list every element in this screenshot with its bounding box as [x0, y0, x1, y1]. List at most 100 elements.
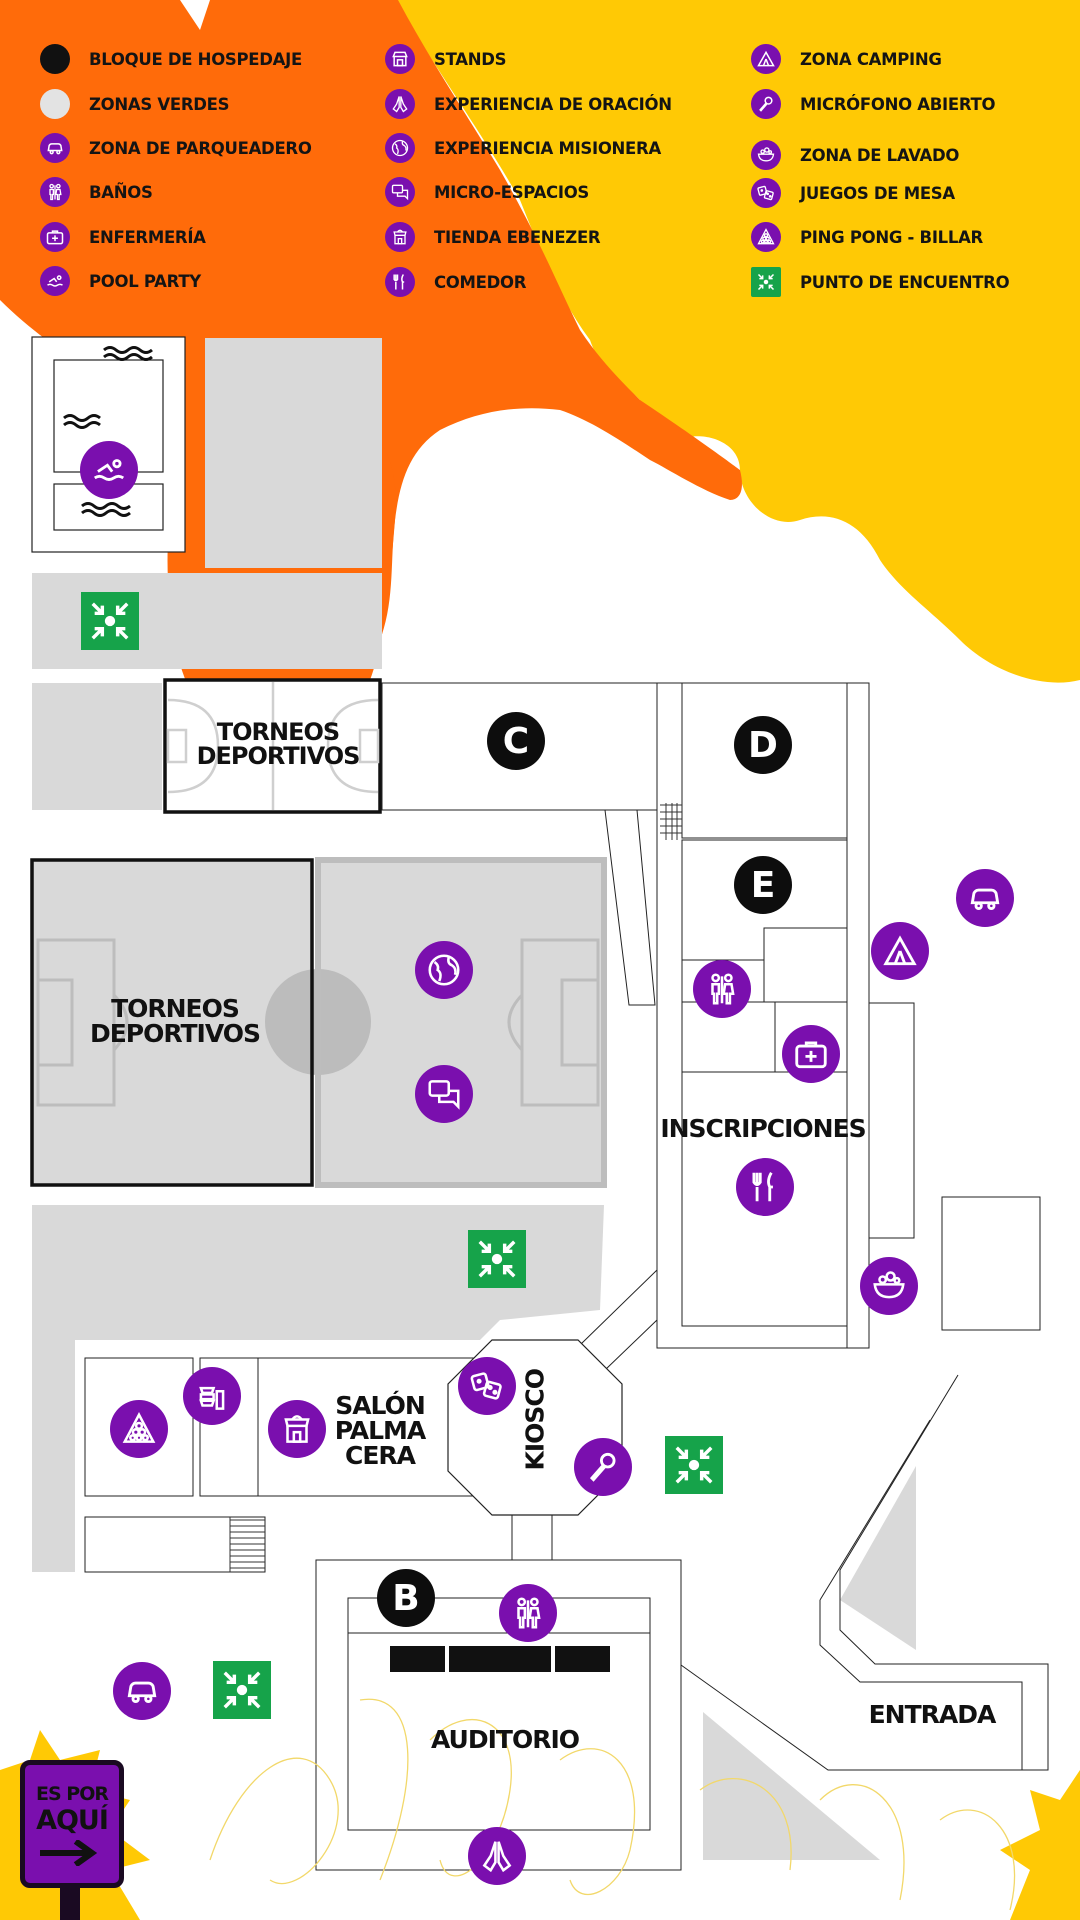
- legend-label: COMEDOR: [434, 272, 527, 292]
- yellow-blob: [395, 0, 1080, 683]
- meeting-point-pool[interactable]: [81, 592, 139, 650]
- globe-icon: [385, 133, 415, 163]
- legend-micro-espacios: MICRO-ESPACIOS: [385, 177, 589, 207]
- block-e-marker: E: [734, 856, 792, 914]
- legend-enfermeria: ENFERMERÍA: [40, 222, 206, 252]
- chat-bubbles-icon: [385, 177, 415, 207]
- shop-icon: [284, 1415, 310, 1443]
- legend-zona-camping: ZONA CAMPING: [751, 44, 942, 74]
- praying-hands-icon: [385, 89, 415, 119]
- meeting-point-kiosco[interactable]: [665, 1436, 723, 1494]
- legend-banos: BAÑOS: [40, 177, 153, 207]
- first-aid-pin[interactable]: [782, 1025, 840, 1083]
- decorative-script: [209, 1698, 1016, 1911]
- top-court: [163, 678, 382, 814]
- legend-experiencia-misionera: EXPERIENCIA MISIONERA: [385, 133, 661, 163]
- legend-tienda-ebenezer: TIENDA EBENEZER: [385, 222, 601, 252]
- tent-icon: [883, 935, 917, 966]
- legend-juegos-mesa: JUEGOS DE MESA: [751, 178, 955, 208]
- main-building: [604, 682, 1041, 1349]
- board-games-pin[interactable]: [458, 1357, 516, 1415]
- globe-icon: [428, 954, 460, 986]
- legend-experiencia-oracion: EXPERIENCIA DE ORACIÓN: [385, 89, 672, 119]
- legend-comedor: COMEDOR: [385, 267, 526, 297]
- restroom-pin-auditorio[interactable]: [499, 1584, 557, 1642]
- prayer-experience-pin[interactable]: [468, 1827, 526, 1885]
- legend-label: EXPERIENCIA MISIONERA: [434, 138, 661, 158]
- arrow-right-icon: [40, 1840, 98, 1866]
- auditorio-stage: [390, 1646, 610, 1672]
- solid-black-dot: [40, 44, 70, 74]
- pool-party-pin[interactable]: [80, 441, 138, 499]
- meeting-point-icon: [675, 1446, 713, 1484]
- swimmer-icon: [93, 459, 125, 481]
- wash-area-pin[interactable]: [860, 1257, 918, 1315]
- camping-pin[interactable]: [871, 922, 929, 980]
- legend-label: ZONAS VERDES: [89, 94, 230, 114]
- block-b-marker: B: [377, 1569, 435, 1627]
- first-aid-icon: [795, 1041, 827, 1069]
- legend-label: BLOQUE DE HOSPEDAJE: [89, 49, 302, 69]
- microphone-icon: [751, 89, 781, 119]
- legend-label: STANDS: [434, 49, 507, 69]
- legend-label: MICRÓFONO ABIERTO: [800, 94, 996, 114]
- parking-pin-west[interactable]: [113, 1662, 171, 1720]
- sign-post: [60, 1888, 80, 1920]
- legend-label: MICRO-ESPACIOS: [434, 182, 590, 202]
- dining-pin[interactable]: [736, 1158, 794, 1216]
- legend-label: EXPERIENCIA DE ORACIÓN: [434, 94, 672, 114]
- legend-zona-parqueadero: ZONA DE PARQUEADERO: [40, 133, 312, 163]
- car-icon: [127, 1681, 157, 1704]
- meeting-point-parking[interactable]: [213, 1661, 271, 1719]
- meeting-point-icon: [91, 602, 129, 640]
- legend-stands: STANDS: [385, 44, 507, 74]
- billiard-icon: [751, 222, 781, 252]
- dice-icon: [751, 178, 781, 208]
- parking-pin-east[interactable]: [956, 869, 1014, 927]
- label-kiosco: KIOSCO: [520, 1368, 550, 1471]
- restroom-icon: [711, 973, 735, 1005]
- chat-bubbles-icon: [428, 1080, 460, 1110]
- kiosk-walkways: [511, 1269, 658, 1560]
- legend-label: PUNTO DE ENCUENTRO: [800, 272, 1010, 292]
- meeting-point-field[interactable]: [468, 1230, 526, 1288]
- stands-pin[interactable]: [183, 1367, 241, 1425]
- car-icon: [970, 888, 1000, 911]
- restroom-pin-east[interactable]: [693, 960, 751, 1018]
- micro-spaces-pin[interactable]: [415, 1065, 473, 1123]
- legend-label: JUEGOS DE MESA: [800, 183, 955, 203]
- legend-label: ENFERMERÍA: [89, 227, 206, 247]
- label-inscripciones: INSCRIPCIONES: [660, 1114, 866, 1143]
- label-auditorio: AUDITORIO: [430, 1725, 580, 1754]
- legend-label: PING PONG - BILLAR: [800, 227, 983, 247]
- legend-label: TIENDA EBENEZER: [434, 227, 601, 247]
- restroom-icon: [40, 177, 70, 207]
- legend-punto-encuentro: PUNTO DE ENCUENTRO: [751, 267, 1010, 297]
- sign-line-1: ES POR: [36, 1783, 109, 1805]
- big-field: [30, 857, 607, 1188]
- legend-label: BAÑOS: [89, 182, 153, 202]
- microphone-icon: [589, 1452, 616, 1482]
- pool-waves: [63, 346, 153, 517]
- legend-ping-pong-billar: PING PONG - BILLAR: [751, 222, 983, 252]
- legend-zona-lavado: ZONA DE LAVADO: [751, 140, 959, 170]
- wash-bowl-icon: [873, 1271, 905, 1299]
- ebenezer-shop-pin[interactable]: [268, 1400, 326, 1458]
- billiard-icon: [122, 1412, 156, 1443]
- fork-knife-icon: [385, 267, 415, 297]
- auditorio-building: [315, 1559, 682, 1871]
- legend-microfono-abierto: MICRÓFONO ABIERTO: [751, 89, 995, 119]
- car-icon: [40, 133, 70, 163]
- label-entrada: ENTRADA: [868, 1700, 997, 1729]
- swimmer-icon: [40, 266, 70, 296]
- open-mic-pin[interactable]: [574, 1438, 632, 1496]
- billiard-pin[interactable]: [110, 1400, 168, 1458]
- wash-bowl-icon: [751, 140, 781, 170]
- entrance-path: [680, 1374, 1049, 1771]
- mission-experience-pin[interactable]: [415, 941, 473, 999]
- block-c-marker: C: [487, 712, 545, 770]
- meeting-point-icon: [751, 267, 781, 297]
- dice-icon: [470, 1372, 502, 1400]
